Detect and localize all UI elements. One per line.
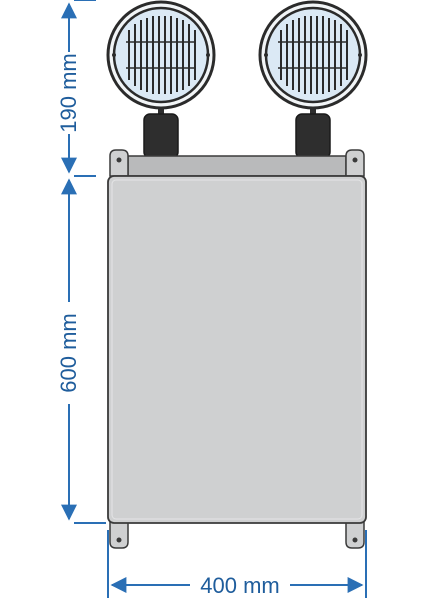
dimension-height-lamps: 190 mm [56, 0, 96, 177]
mount-tab-bottom-right [345, 521, 365, 549]
lamp-neck-left [143, 104, 179, 159]
lamp-neck-right [295, 104, 331, 159]
housing-top-cap [127, 155, 347, 177]
dimension-label-400: 400 mm [200, 573, 279, 598]
dimension-width: 400 mm [107, 530, 367, 598]
housing-body [107, 175, 367, 524]
dimension-height-body: 600 mm [56, 178, 106, 524]
dimension-label-190: 190 mm [56, 53, 81, 132]
emergency-lamp-left-icon [106, 0, 216, 110]
dimension-label-600: 600 mm [56, 313, 81, 392]
mount-tab-top-right [345, 149, 365, 177]
mount-tab-top-left [109, 149, 129, 177]
emergency-lamp-right-icon [258, 0, 368, 110]
mount-tab-bottom-left [109, 521, 129, 549]
